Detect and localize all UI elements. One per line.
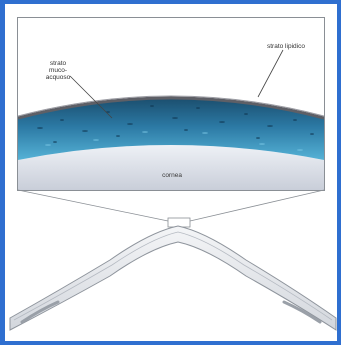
lipid-layer-label: strato lipidico [267, 43, 305, 50]
lipid-leader-line [258, 50, 283, 97]
zoom-line-left [18, 190, 168, 221]
zoom-line-right [190, 190, 324, 221]
zoom-region [168, 218, 190, 227]
mucoaqueous-layer-label: strato muco-acquoso [40, 60, 76, 81]
eye-cross-section [10, 226, 336, 330]
cornea-label: cornea [150, 172, 194, 179]
